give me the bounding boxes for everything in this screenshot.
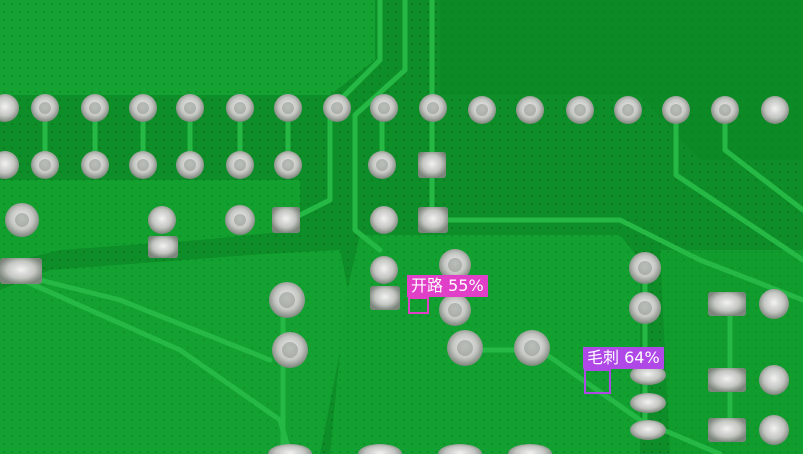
- detection-box-open-circuit: [408, 297, 429, 314]
- pad-holes: [15, 102, 731, 358]
- detection-label-spur: 毛刺 64%: [583, 347, 664, 369]
- detection-box-spur: [584, 369, 611, 394]
- detection-label-open-circuit: 开路 55%: [407, 275, 488, 297]
